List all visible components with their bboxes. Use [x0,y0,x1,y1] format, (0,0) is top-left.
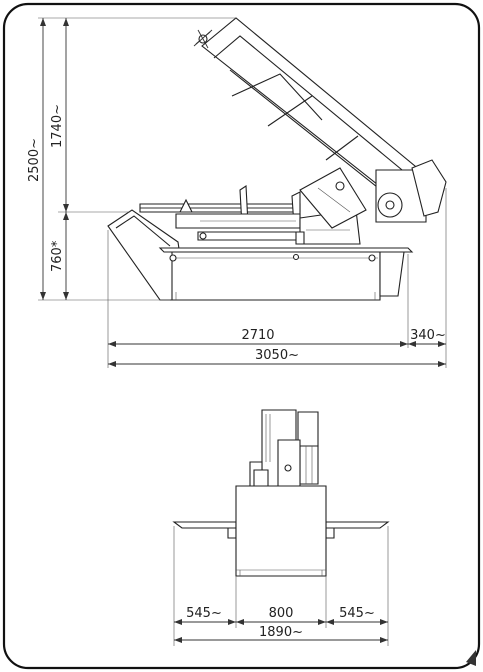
side-horizontal-dimensions [107,188,447,368]
dim-base-length: 2710 [241,328,274,343]
right-support [379,251,405,297]
dim-left-width: 545~ [186,606,222,621]
base-cabinet [171,251,381,301]
right-table-extension [325,521,390,529]
dim-total-width: 1890~ [259,625,303,640]
dim-table-height: 760* [50,240,65,272]
front-dimensions [173,526,389,646]
dim-total-length: 3050~ [255,348,299,363]
motor [411,159,447,217]
head-pivot-link [299,167,367,229]
table-plate [158,247,414,253]
side-vertical-dimensions [38,17,236,301]
dim-total-height: 2500~ [27,138,42,182]
dim-center-width: 800 [269,606,294,621]
left-table-extension [172,521,237,529]
dim-overhang-length: 340~ [410,328,446,343]
front-view-machine [172,409,390,577]
dim-head-height: 1740~ [50,104,65,148]
side-view-machine [107,17,447,301]
front-motor [297,411,319,447]
dim-right-width: 545~ [339,606,375,621]
front-base [235,485,327,577]
corner-mark [466,650,476,666]
